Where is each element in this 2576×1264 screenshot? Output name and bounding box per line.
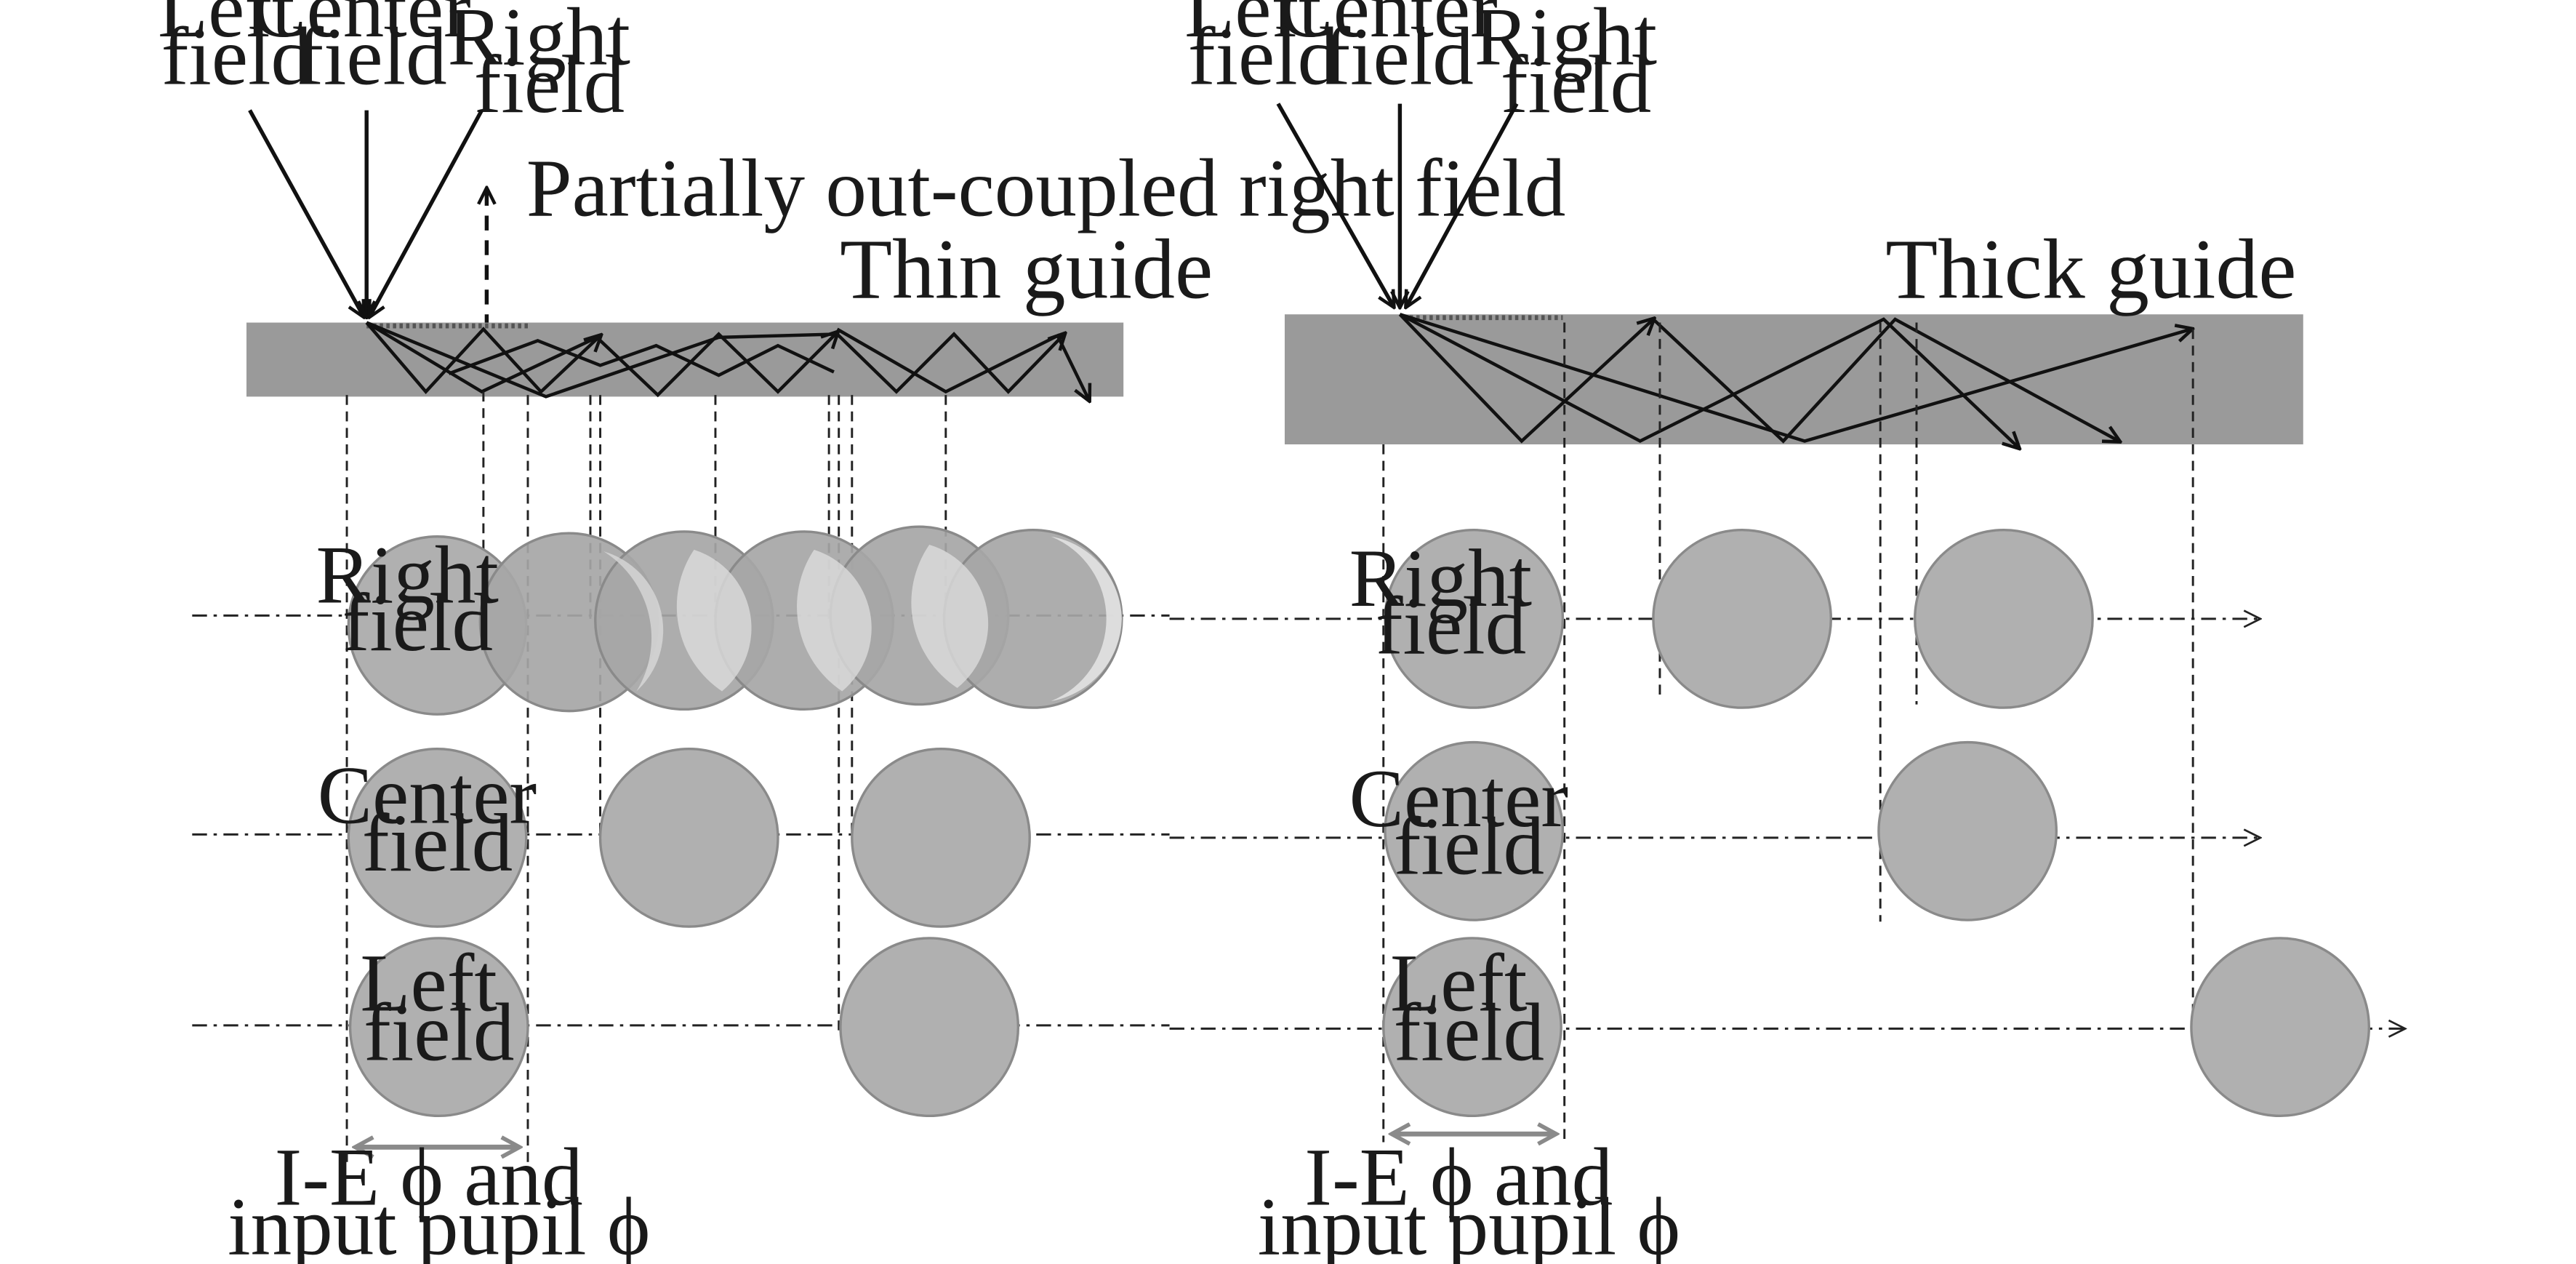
thick-center-disk-2 — [1877, 740, 2058, 921]
thin-zigzag-ray-4 — [836, 327, 1088, 400]
thin-center-disk-label: Center field — [318, 751, 558, 889]
thin-crescent-3 — [676, 549, 752, 692]
thin-crescent-5 — [911, 545, 989, 688]
thin-crescent-2 — [603, 551, 664, 692]
thick-pupil-caption-line1: I-E ϕ and — [1304, 1132, 1613, 1223]
thin-zigzag-ray-2 — [366, 321, 837, 398]
thick-center-field-disks: Center field — [1349, 740, 2058, 921]
thick-center-disk-label: Center field — [1349, 753, 1589, 892]
thin-zigzag-ray-1 — [365, 321, 600, 395]
thick-left-disk-1 — [1382, 937, 1562, 1118]
thin-right-disk-line2: field — [342, 577, 493, 668]
thick-input-right-line2: field — [1501, 39, 1651, 130]
thin-center-disk-line2: field — [362, 798, 513, 889]
thick-left-field-ray — [1276, 103, 1393, 306]
thick-right-disk-2 — [1652, 528, 1832, 709]
thin-left-field-ray — [248, 109, 364, 316]
thin-input-field-labels: Left field Center field Right field — [158, 0, 651, 130]
thin-guide-title: Thin guide — [840, 223, 1213, 317]
thin-center-disk-3 — [851, 747, 1031, 928]
thin-left-disk-line2: field — [364, 987, 514, 1078]
thick-right-disk-1 — [1384, 528, 1565, 709]
thick-guide-title: Thick guide — [1885, 223, 2296, 317]
thick-input-right-line1: Right — [1474, 0, 1657, 82]
thick-right-disk-label: Right field — [1349, 533, 1553, 672]
thin-center-disk-line1: Center — [318, 751, 537, 841]
thin-center-disk-1 — [347, 747, 528, 928]
thick-left-field-disks: Left field — [1382, 937, 2371, 1118]
thick-guide-panel: Left field Center field Right field Thic… — [1169, 0, 2404, 1264]
thin-outcoupled-label: Partially out-coupled right field — [526, 143, 1566, 233]
thin-left-disk-label: Left field — [360, 937, 518, 1078]
thin-right-field-ray — [370, 109, 484, 316]
thin-input-left-field-label: Left field — [158, 0, 316, 102]
thick-input-left-field-label: Left field — [1184, 0, 1342, 102]
thin-input-right-field-label: Right field — [448, 0, 651, 130]
thick-input-center-field-label: Center field — [1278, 0, 1518, 102]
thick-input-right-field-label: Right field — [1474, 0, 1678, 130]
thick-zigzag-ray-2 — [1399, 313, 2018, 447]
thick-incoming-rays — [1276, 103, 1519, 306]
thick-left-disk-label: Left field — [1390, 937, 1548, 1078]
thin-crescent-4 — [797, 549, 872, 692]
thick-left-disk-2 — [2190, 937, 2371, 1118]
thin-input-right-line2: field — [474, 39, 625, 130]
thin-center-disk-2 — [598, 747, 779, 928]
thin-input-right-line1: Right — [448, 0, 630, 82]
thin-center-field-disks: Center field — [318, 747, 1031, 928]
thick-input-center-line2: field — [1323, 11, 1473, 102]
thick-pupil-caption-line2: input pupil ϕ — [1258, 1181, 1680, 1264]
thick-center-disk-1 — [1384, 740, 1565, 921]
thin-right-disk-line1: Right — [316, 529, 498, 620]
thin-zigzag-ray-5 — [448, 339, 835, 377]
thin-input-center-line1: Center — [252, 0, 471, 55]
thin-input-center-field-label: Center field — [252, 0, 491, 102]
thick-guide-zigzag — [1398, 313, 2191, 447]
thin-input-center-line2: field — [296, 11, 446, 102]
thick-zigzag-ray-4 — [1652, 317, 2119, 441]
thin-pupil-caption: I-E ϕ and input pupil ϕ — [228, 1132, 650, 1264]
thick-right-field-disks: Right field — [1349, 528, 2094, 709]
thin-guide-zigzag — [365, 321, 1088, 400]
thin-left-disk-1 — [348, 937, 529, 1118]
thin-zigzag-ray-3 — [366, 321, 1064, 399]
thick-center-disk-line1: Center — [1349, 753, 1568, 844]
thick-right-disk-line1: Right — [1349, 533, 1532, 624]
thin-input-left-line1: Left — [158, 0, 294, 55]
thick-input-left-line2: field — [1188, 11, 1339, 102]
thin-left-disk-line1: Left — [360, 937, 497, 1028]
thin-left-disk-2 — [839, 937, 1020, 1118]
thin-pupil-caption-line2: input pupil ϕ — [228, 1181, 650, 1264]
thin-crescent-6 — [1051, 536, 1122, 702]
thick-input-field-labels: Left field Center field Right field — [1184, 0, 1678, 130]
thick-right-disk-3 — [1914, 528, 2094, 709]
thick-input-center-line1: Center — [1278, 0, 1498, 55]
thick-guide-slab — [1284, 314, 2303, 445]
thin-input-left-line2: field — [161, 11, 312, 102]
thick-left-disk-line2: field — [1394, 987, 1544, 1078]
thin-left-field-disks: Left field — [348, 937, 1020, 1118]
thick-pupil-caption: I-E ϕ and input pupil ϕ — [1258, 1132, 1680, 1264]
thin-right-field-disks: Right field — [316, 525, 1123, 716]
thick-zigzag-ray-3 — [1399, 313, 2191, 443]
thick-center-disk-line2: field — [1394, 801, 1544, 892]
thin-pupil-caption-line1: I-E ϕ and — [275, 1132, 583, 1223]
thin-guide-panel: Left field Center field Right field Part… — [158, 0, 1565, 1264]
thick-right-disk-line2: field — [1376, 580, 1526, 671]
thick-input-left-line1: Left — [1184, 0, 1321, 55]
thick-zigzag-ray-1 — [1398, 313, 1653, 444]
thin-incoming-rays — [248, 109, 484, 316]
thick-left-disk-line1: Left — [1390, 937, 1527, 1028]
thin-right-disk-label: Right field — [316, 529, 519, 668]
thick-right-field-ray — [1406, 103, 1519, 306]
